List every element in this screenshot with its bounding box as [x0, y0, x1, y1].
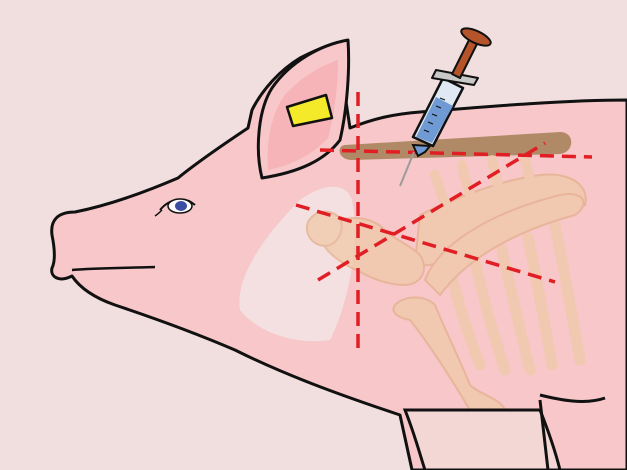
skull-base: [307, 212, 342, 246]
eye-iris: [175, 201, 187, 211]
front-leg: [405, 410, 560, 470]
dorsal-process: [525, 160, 532, 188]
